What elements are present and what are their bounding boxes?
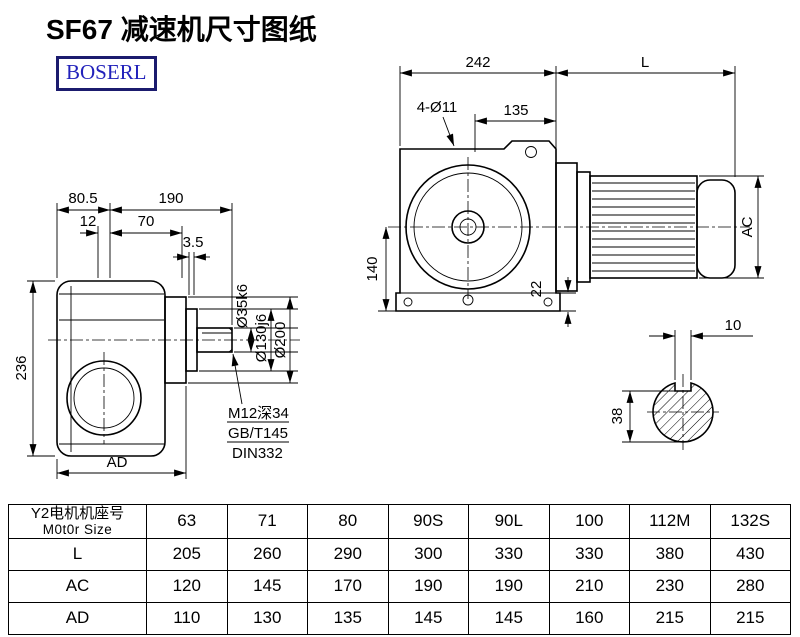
dim-spigot-dia: Ø130j6: [253, 314, 270, 362]
table-cell: 190: [468, 569, 550, 603]
extension-lines: [27, 203, 298, 479]
dim-190: 190: [158, 190, 183, 207]
table-cell: 190: [387, 569, 469, 603]
dim-shaft-dia: Ø35k6: [234, 284, 251, 328]
page-title: SF67 减速机尺寸图纸: [46, 14, 317, 45]
table-cell: 145: [468, 601, 550, 635]
table-cell: 100: [548, 504, 630, 539]
dim-AD: AD: [107, 454, 128, 471]
row-label: AD: [8, 601, 147, 635]
brand-text: BOSERL: [66, 60, 147, 84]
dim-135: 135: [503, 102, 528, 119]
table-cell: 170: [307, 569, 389, 603]
dim-70: 70: [138, 213, 155, 230]
dim-key-width: 10: [725, 317, 742, 334]
motor-cooling-fins: [592, 182, 695, 272]
dim-L: L: [641, 54, 649, 71]
table-cell: 230: [629, 569, 711, 603]
motor-size-label-cn: Y2电机机座号: [30, 505, 125, 522]
motor-size-header: Y2电机机座号 M0t0r Size: [8, 504, 147, 539]
section-extension-lines: [622, 330, 692, 443]
dim-key-depth: 38: [609, 408, 626, 425]
housing-detail-lines: [59, 293, 164, 445]
table-cell: 380: [629, 537, 711, 571]
flange-inner-circle: [413, 172, 523, 282]
table-row-L: L 205 260 290 300 330 330 380 430: [8, 537, 791, 571]
table-cell: 210: [548, 569, 630, 603]
dim-242: 242: [465, 54, 490, 71]
motor-size-label-en: M0t0r Size: [42, 522, 113, 538]
flange-outer-circle: [405, 164, 531, 290]
table-row-AC: AC 120 145 170 190 190 210 230 280: [8, 569, 791, 603]
dim-mount-holes: 4-Ø11: [417, 99, 458, 116]
dimension-table: Y2电机机座号 M0t0r Size 63 71 80 90S 90L 100 …: [8, 504, 791, 635]
foot-hole-left: [403, 297, 413, 307]
table-cell: 90S: [387, 504, 469, 539]
dim-3-5: 3.5: [183, 234, 204, 251]
note-standard-2: DIN332: [232, 445, 283, 462]
center-hole-circle: [459, 218, 477, 236]
dim-140: 140: [364, 256, 381, 281]
dim-236: 236: [13, 355, 30, 380]
table-cell: 63: [146, 504, 228, 539]
shaft-section-with-keyway: [652, 381, 714, 443]
table-cell: 215: [629, 601, 711, 635]
foot-hole-center: [462, 294, 474, 306]
table-row-AD: AD 110 130 135 145 145 160 215 215: [8, 601, 791, 635]
table-cell: 280: [709, 569, 791, 603]
table-cell: 430: [709, 537, 791, 571]
row-label: AC: [8, 569, 147, 603]
table-cell: 110: [146, 601, 228, 635]
row-label: L: [8, 537, 147, 571]
foot-hole-right: [543, 297, 553, 307]
table-cell: 145: [226, 569, 308, 603]
dim-80-5: 80.5: [68, 190, 97, 207]
note-tapped-hole: M12深34: [228, 405, 289, 422]
table-cell: 135: [307, 601, 389, 635]
table-cell: 132S: [709, 504, 791, 539]
table-cell: 90L: [468, 504, 550, 539]
front-view: [388, 140, 750, 312]
table-cell: 330: [548, 537, 630, 571]
shaft-section-view: 10 38: [609, 317, 753, 450]
table-cell: 145: [387, 601, 469, 635]
lug-hole: [525, 146, 537, 158]
table-cell: 112M: [629, 504, 711, 539]
dim-22: 22: [528, 281, 545, 298]
table-cell: 300: [387, 537, 469, 571]
table-cell: 290: [307, 537, 389, 571]
side-view: [48, 280, 300, 457]
side-view-dimensions: 80.5 190 12 70 3.5 236 AD Ø35k6 Ø130j6 Ø…: [13, 190, 298, 479]
front-view-dimensions: 242 L 4-Ø11 135 140 AC 22: [364, 54, 764, 327]
dim-AC: AC: [739, 216, 756, 237]
table-cell: 330: [468, 537, 550, 571]
output-shaft: [196, 327, 233, 353]
shaft-bore-circle: [451, 210, 485, 244]
shaft-key-line: [202, 327, 233, 353]
extension-lines: [378, 66, 764, 312]
table-cell: 80: [307, 504, 389, 539]
table-cell: 71: [226, 504, 308, 539]
table-header-row: Y2电机机座号 M0t0r Size 63 71 80 90S 90L 100 …: [8, 504, 791, 539]
leader-mount-holes: [442, 116, 455, 147]
dim-12: 12: [80, 213, 97, 230]
leader-tapped-hole: [231, 353, 243, 405]
table-cell: 130: [226, 601, 308, 635]
table-cell: 215: [709, 601, 791, 635]
gearbox-housing-outline: [395, 140, 561, 312]
table-cell: 120: [146, 569, 228, 603]
note-standard-1: GB/T145: [228, 425, 288, 442]
table-cell: 160: [548, 601, 630, 635]
technical-drawing: 242 L 4-Ø11 135 140 AC 22 80.5 190: [13, 54, 764, 479]
dim-flange-dia: Ø200: [272, 322, 289, 359]
table-cell: 205: [146, 537, 228, 571]
brand-logo: BOSERL: [56, 56, 157, 91]
motor-end-cap: [696, 179, 736, 279]
table-cell: 260: [226, 537, 308, 571]
